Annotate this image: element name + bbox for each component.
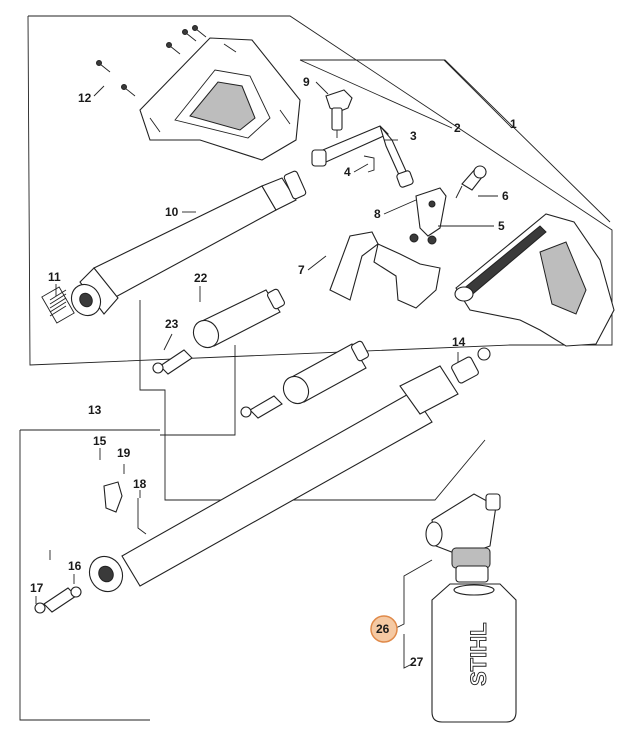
callout-5: 5 bbox=[498, 219, 505, 233]
pin-18 bbox=[137, 498, 147, 535]
callout-26: 26 bbox=[376, 622, 390, 636]
clip-4 bbox=[363, 155, 375, 173]
callout-13: 13 bbox=[88, 403, 102, 417]
callout-14: 14 bbox=[452, 335, 466, 349]
lance-13 bbox=[88, 347, 491, 593]
callout-2: 2 bbox=[454, 121, 461, 135]
frame-nozzle-group bbox=[160, 345, 236, 436]
bottle-cap bbox=[455, 565, 489, 583]
callout-19: 19 bbox=[117, 446, 131, 460]
callout-4: 4 bbox=[344, 165, 351, 179]
bottle-brand-text: STIHL bbox=[466, 622, 491, 686]
callout-17: 17 bbox=[30, 581, 44, 595]
nozzle-22 bbox=[192, 288, 286, 349]
leader-lines bbox=[35, 59, 513, 669]
screws-12 bbox=[96, 25, 207, 97]
callout-3: 3 bbox=[410, 129, 417, 143]
callout-8: 8 bbox=[374, 207, 381, 221]
callout-27: 27 bbox=[410, 655, 424, 669]
callout-6: 6 bbox=[502, 189, 509, 203]
callout-26-highlight bbox=[370, 615, 398, 643]
nozzle-insert-23 bbox=[152, 349, 193, 375]
tube-3 bbox=[311, 125, 414, 188]
foam-nozzle-26 bbox=[425, 493, 501, 569]
callout-16: 16 bbox=[68, 559, 82, 573]
callout-7: 7 bbox=[298, 263, 305, 277]
spring-11 bbox=[41, 286, 75, 324]
extension-10 bbox=[70, 170, 307, 317]
connector-17 bbox=[34, 586, 82, 614]
frame-assembly-1 bbox=[27, 15, 613, 366]
callout-23: 23 bbox=[165, 317, 179, 331]
trigger-7 bbox=[329, 231, 441, 309]
frame-nozzle-22 bbox=[139, 300, 486, 501]
fitting-5 bbox=[409, 187, 447, 245]
frame-assembly-2 bbox=[300, 59, 611, 223]
clip-19 bbox=[103, 481, 123, 513]
bottle-27 bbox=[431, 583, 517, 723]
valve-9 bbox=[325, 89, 353, 138]
callout-22: 22 bbox=[194, 271, 208, 285]
nozzle-second bbox=[240, 340, 370, 419]
plug-6 bbox=[455, 165, 487, 199]
callout-1: 1 bbox=[510, 117, 517, 131]
callout-18: 18 bbox=[133, 477, 147, 491]
handle-housing bbox=[139, 37, 301, 161]
grip-handle-1 bbox=[454, 213, 615, 347]
callout-9: 9 bbox=[303, 75, 310, 89]
callout-15: 15 bbox=[93, 434, 107, 448]
frame-assembly-13 bbox=[19, 430, 150, 721]
callout-10: 10 bbox=[165, 205, 179, 219]
callout-11: 11 bbox=[48, 270, 61, 284]
callout-12: 12 bbox=[78, 91, 92, 105]
